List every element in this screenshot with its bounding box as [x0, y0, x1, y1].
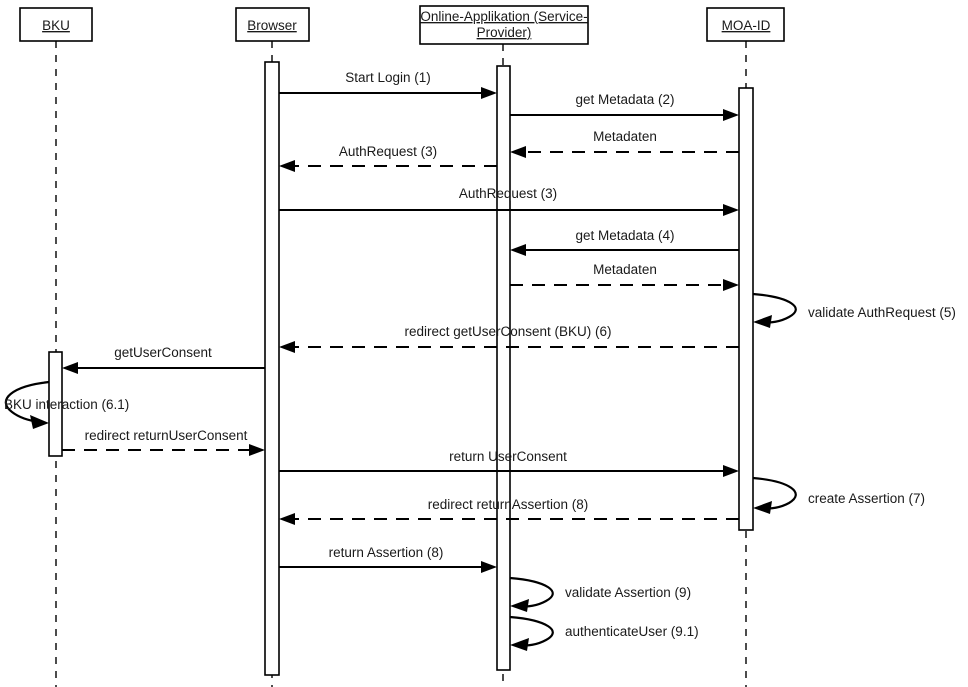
lifeline-label-oa-line2: Provider)	[477, 25, 532, 40]
self-message-authenticate-user[interactable]: authenticateUser (9.1)	[509, 615, 699, 651]
message-label: Start Login (1)	[345, 70, 431, 85]
lifeline-label-oa-line1: Online-Applikation (Service-	[420, 9, 587, 24]
message-get-metadata-2[interactable]: get Metadata (2)	[510, 92, 739, 121]
self-message-label: authenticateUser (9.1)	[565, 624, 699, 639]
message-redirect-getuserconsent[interactable]: redirect getUserConsent (BKU) (6)	[279, 324, 739, 353]
message-metadaten-1[interactable]: Metadaten	[510, 129, 739, 158]
message-redirect-returnassertion[interactable]: redirect returnAssertion (8)	[279, 497, 739, 525]
self-message-label: BKU interaction (6.1)	[4, 397, 129, 412]
message-label: Metadaten	[593, 262, 657, 277]
message-authrequest-solid[interactable]: AuthRequest (3)	[279, 186, 739, 216]
message-label: redirect returnUserConsent	[85, 428, 248, 443]
self-message-validate-authrequest[interactable]: validate AuthRequest (5)	[752, 292, 956, 328]
message-label: get Metadata (2)	[575, 92, 674, 107]
lifeline-label-browser: Browser	[247, 18, 297, 33]
lifeline-box-moaid	[706, 7, 785, 42]
arrowhead-left	[62, 362, 78, 374]
message-label: return UserConsent	[449, 449, 567, 464]
arrowhead-right	[723, 204, 739, 216]
self-message-label: validate AuthRequest (5)	[808, 305, 956, 320]
self-loop-path	[752, 476, 797, 510]
messages-layer: Start Login (1) get Metadata (2) Metadat…	[62, 70, 739, 573]
self-loop-path	[509, 615, 554, 647]
arrowhead-right	[723, 279, 739, 291]
self-message-create-assertion[interactable]: create Assertion (7)	[752, 476, 925, 514]
arrowhead-selfloop	[753, 315, 772, 328]
lifeline-box-oa	[419, 5, 589, 45]
lifeline-head-browser[interactable]: Browser	[235, 7, 310, 42]
message-label: return Assertion (8)	[329, 545, 444, 560]
message-getuserconsent[interactable]: getUserConsent	[62, 345, 265, 374]
self-loop-path	[752, 292, 797, 324]
lifeline-label-moaid: MOA-ID	[722, 18, 771, 33]
message-label: AuthRequest (3)	[459, 186, 557, 201]
arrowhead-left	[510, 244, 526, 256]
arrowhead-selfloop	[510, 638, 529, 651]
lifeline-box-bku	[19, 7, 93, 42]
self-message-label: create Assertion (7)	[808, 491, 925, 506]
message-return-userconsent[interactable]: return UserConsent	[279, 449, 739, 477]
arrowhead-left	[510, 146, 526, 158]
arrowhead-left	[279, 513, 295, 525]
lifeline-box-browser	[235, 7, 310, 42]
arrowhead-selfloop	[753, 501, 772, 514]
arrowhead-selfloop	[30, 415, 49, 429]
lifeline-head-oa[interactable]: Online-Applikation (Service- Provider)	[419, 5, 589, 45]
arrowhead-right	[481, 87, 497, 99]
message-label: AuthRequest (3)	[339, 144, 437, 159]
arrowhead-right	[723, 109, 739, 121]
activation-bar-browser[interactable]	[264, 61, 280, 676]
lifeline-label-bku: BKU	[42, 18, 70, 33]
message-label: redirect returnAssertion (8)	[428, 497, 589, 512]
message-return-assertion[interactable]: return Assertion (8)	[279, 545, 497, 573]
lifeline-head-bku[interactable]: BKU	[19, 7, 93, 42]
activation-bar-moaid[interactable]	[738, 87, 754, 531]
self-message-bku-interaction[interactable]: BKU interaction (6.1)	[4, 380, 129, 429]
activation-bar-bku[interactable]	[48, 351, 63, 457]
arrowhead-selfloop	[510, 599, 529, 612]
message-get-metadata-4[interactable]: get Metadata (4)	[510, 228, 739, 256]
self-message-label: validate Assertion (9)	[565, 585, 691, 600]
message-start-login[interactable]: Start Login (1)	[279, 70, 497, 99]
activation-bar-oa[interactable]	[496, 65, 511, 671]
arrowhead-left	[279, 341, 295, 353]
self-message-validate-assertion[interactable]: validate Assertion (9)	[509, 576, 691, 612]
message-redirect-returnuserconsent[interactable]: redirect returnUserConsent	[62, 428, 265, 456]
message-label: getUserConsent	[114, 345, 212, 360]
message-authrequest-dashed[interactable]: AuthRequest (3)	[279, 144, 497, 172]
arrowhead-left	[279, 160, 295, 172]
message-label: get Metadata (4)	[575, 228, 674, 243]
self-messages-layer: validate AuthRequest (5) BKU interaction…	[4, 292, 956, 651]
message-label: Metadaten	[593, 129, 657, 144]
arrowhead-right	[249, 444, 265, 456]
self-loop-path	[509, 576, 554, 608]
arrowhead-right	[481, 561, 497, 573]
message-label: redirect getUserConsent (BKU) (6)	[404, 324, 611, 339]
lifeline-head-moaid[interactable]: MOA-ID	[706, 7, 785, 42]
arrowhead-right	[723, 465, 739, 477]
message-metadaten-2[interactable]: Metadaten	[510, 262, 739, 291]
